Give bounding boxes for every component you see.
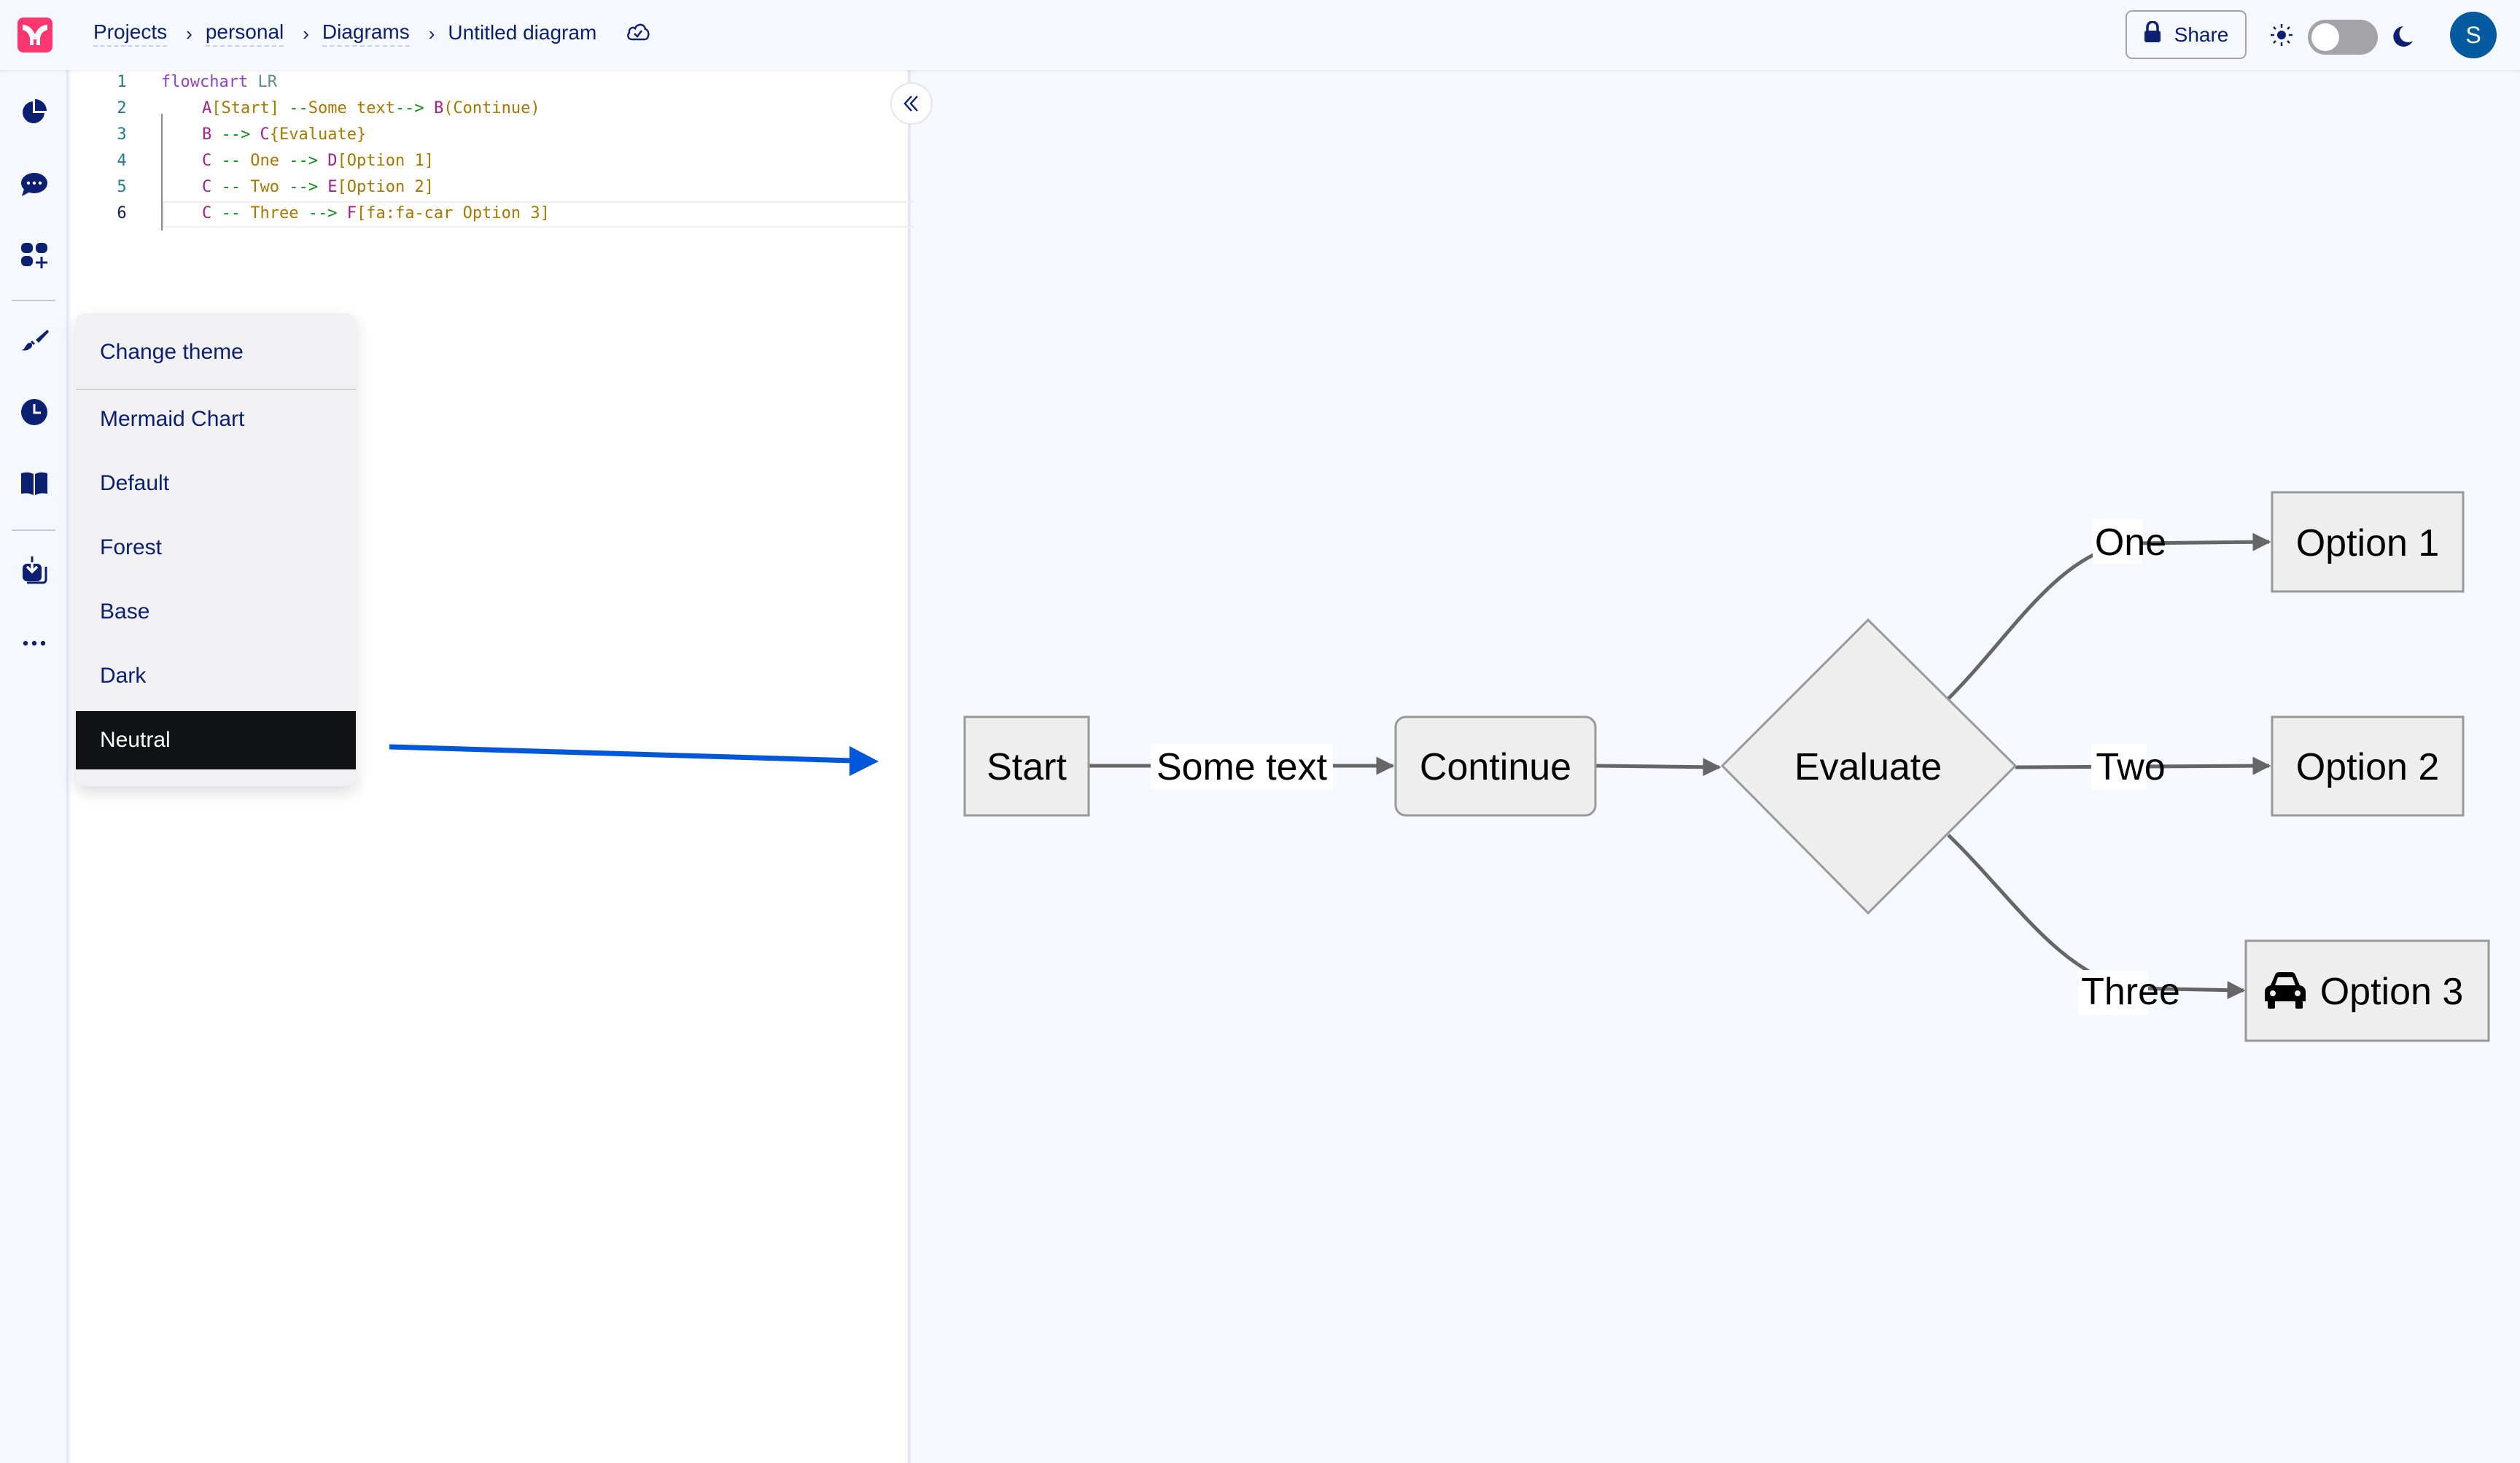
more-icon[interactable]	[20, 629, 49, 658]
chevron-right-icon: ›	[303, 22, 309, 44]
code-line[interactable]: 3 B --> C{Evaluate}	[71, 122, 909, 148]
share-label: Share	[2174, 23, 2229, 46]
theme-option-neutral[interactable]: Neutral	[76, 711, 356, 769]
code-text: C -- One --> D[Option 1]	[202, 152, 434, 170]
breadcrumb-diagrams[interactable]: Diagrams	[322, 20, 410, 47]
car-icon	[2265, 972, 2306, 1009]
line-number: 6	[117, 204, 127, 222]
line-number: 2	[117, 99, 127, 117]
theme-menu: Change theme Mermaid Chart Default Fores…	[76, 314, 356, 786]
lock-icon	[2144, 20, 2161, 48]
line-number: 3	[117, 125, 127, 144]
code-text: flowchart LR	[161, 73, 277, 91]
node-option-2	[2271, 715, 2465, 817]
edge-label-three: Three	[2081, 971, 2180, 1013]
moon-icon	[2390, 25, 2414, 52]
diagram-canvas[interactable]: Start Continue Evaluate Option 1 Option …	[914, 70, 2520, 1463]
line-number: 1	[117, 73, 127, 91]
node-start-label: Start	[987, 746, 1067, 788]
node-option-2-label: Option 2	[2296, 746, 2440, 788]
breadcrumb: Projects › personal › Diagrams › Untitle…	[93, 20, 650, 47]
theme-menu-title: Change theme	[76, 314, 356, 390]
flowchart-diagram: Start Continue Evaluate Option 1 Option …	[963, 491, 2490, 1042]
share-button[interactable]: Share	[2126, 10, 2247, 59]
theme-option-dark[interactable]: Dark	[100, 664, 147, 688]
cloud-check-icon	[626, 21, 650, 47]
theme-option-default[interactable]: Default	[100, 471, 170, 495]
node-continue-label: Continue	[1420, 746, 1571, 788]
code-text: C -- Two --> E[Option 2]	[202, 178, 434, 196]
code-line[interactable]: 1 flowchart LR	[71, 69, 909, 96]
node-option-1-label: Option 1	[2296, 522, 2440, 564]
edge-evaluate-option3	[1947, 834, 2246, 1000]
code-text: B --> C{Evaluate}	[202, 125, 367, 144]
chat-icon[interactable]	[20, 170, 49, 199]
chevron-right-icon: ›	[428, 22, 435, 44]
breadcrumb-projects[interactable]: Projects	[93, 20, 168, 47]
diagram-title[interactable]: Untitled diagram	[448, 21, 597, 44]
toggle-knob	[2311, 23, 2339, 51]
node-option-1	[2271, 491, 2465, 593]
node-evaluate	[1720, 618, 2018, 915]
theme-mode-toggle[interactable]	[2308, 20, 2378, 55]
line-number: 5	[117, 178, 127, 196]
sun-icon	[2270, 23, 2293, 50]
node-continue	[1394, 715, 1597, 817]
node-start	[963, 715, 1090, 817]
paintbrush-icon[interactable]	[20, 325, 49, 354]
pie-chart-icon[interactable]	[20, 97, 49, 126]
code-line[interactable]: 5 C -- Two --> E[Option 2]	[71, 174, 909, 201]
code-text: C -- Three --> F[fa:fa-car Option 3]	[202, 204, 550, 222]
code-text: A[Start] --Some text--> B(Continue)	[202, 99, 540, 117]
line-number: 4	[117, 152, 127, 170]
left-sidebar	[0, 70, 69, 1463]
code-line[interactable]: 6 C -- Three --> F[fa:fa-car Option 3]	[71, 201, 909, 227]
user-avatar[interactable]: S	[2450, 12, 2497, 58]
node-evaluate-label: Evaluate	[1794, 746, 1942, 788]
clock-icon[interactable]	[20, 397, 49, 427]
download-icon[interactable]	[20, 556, 49, 586]
theme-option-forest[interactable]: Forest	[100, 535, 163, 559]
mermaid-logo-icon[interactable]	[18, 18, 52, 53]
theme-option-mermaid-chart[interactable]: Mermaid Chart	[100, 407, 245, 431]
collapse-editor-button[interactable]	[890, 82, 933, 125]
chevron-right-icon: ›	[186, 22, 192, 44]
code-line[interactable]: 2 A[Start] --Some text--> B(Continue)	[71, 96, 909, 122]
indent-guide	[161, 114, 163, 230]
node-option-3-label: Option 3	[2320, 971, 2464, 1013]
edge-label-some-text: Some text	[1156, 746, 1328, 788]
top-bar: Projects › personal › Diagrams › Untitle…	[0, 0, 2520, 70]
code-line[interactable]: 4 C -- One --> D[Option 1]	[71, 148, 909, 174]
edge-label-two: Two	[2096, 746, 2165, 788]
sidebar-divider	[12, 529, 55, 531]
breadcrumb-personal[interactable]: personal	[205, 20, 284, 47]
chevrons-left-icon	[903, 96, 918, 112]
theme-option-base[interactable]: Base	[100, 599, 150, 624]
sidebar-divider	[12, 300, 55, 301]
edge-evaluate-option1	[1947, 532, 2271, 700]
edge-label-one: One	[2095, 521, 2166, 564]
add-widget-icon[interactable]	[20, 241, 49, 270]
book-icon[interactable]	[20, 469, 49, 498]
edge-continue-evaluate	[1595, 758, 1722, 777]
